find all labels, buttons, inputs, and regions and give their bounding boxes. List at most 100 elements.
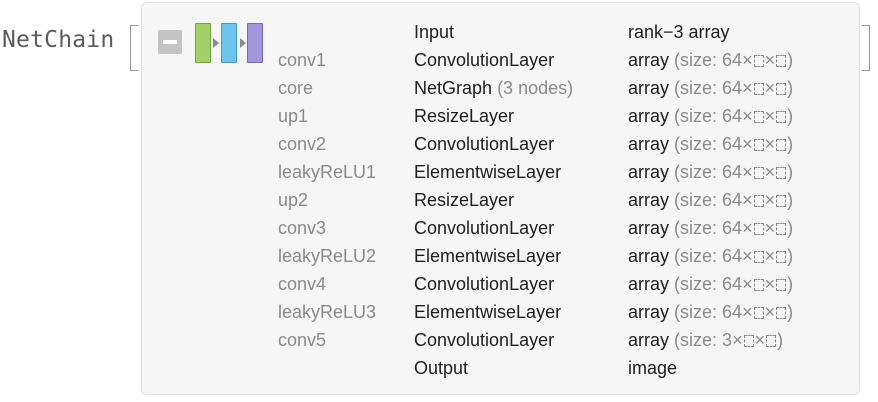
layer-name: up2 [278, 190, 309, 210]
layer-type: ConvolutionLayer [414, 46, 554, 74]
layer-type-label: NetGraph [414, 78, 493, 98]
input-value: rank−3 array [628, 22, 730, 42]
layer-name: conv1 [278, 50, 327, 70]
layer-output-kind: array [628, 218, 670, 238]
layer-output-size: (size: 3××) [674, 330, 784, 350]
table-row: core NetGraph (3 nodes) array (size: 64××) [0, 74, 878, 102]
output-label: Output [414, 358, 469, 378]
placeholder-dim-icon [776, 279, 787, 291]
placeholder-dim-icon [776, 83, 787, 95]
layer-type: ResizeLayer [414, 102, 514, 130]
size-suffix: ) [787, 190, 794, 210]
table-row: up2 ResizeLayer array (size: 64××) [0, 186, 878, 214]
layer-type: ElementwiseLayer [414, 242, 561, 270]
layer-output-size: (size: 64××) [674, 302, 794, 322]
size-prefix: (size: [674, 78, 723, 98]
layer-name: leakyReLU3 [278, 302, 377, 322]
size-first-dim: 64 [722, 218, 743, 238]
layer-output-size: (size: 64××) [674, 162, 794, 182]
size-suffix: ) [787, 106, 794, 126]
layer-type-label: ResizeLayer [414, 106, 515, 126]
layer-type: ConvolutionLayer [414, 130, 554, 158]
layer-output-size: (size: 64××) [674, 50, 794, 70]
layer-name: leakyReLU1 [278, 162, 377, 182]
size-first-dim: 64 [722, 274, 743, 294]
size-first-dim: 64 [722, 134, 743, 154]
output-value: image [628, 358, 678, 378]
input-row: Input rank−3 array [0, 18, 878, 46]
layer-output-kind: array [628, 106, 670, 126]
layer-type-label: ConvolutionLayer [414, 134, 555, 154]
layer-output-kind: array [628, 162, 670, 182]
layer-type-label: ConvolutionLayer [414, 218, 555, 238]
layer-output-size: (size: 64××) [674, 274, 794, 294]
layer-icon-purple [247, 23, 263, 63]
layer-type-label: ElementwiseLayer [414, 162, 562, 182]
layer-type: ElementwiseLayer [414, 298, 561, 326]
placeholder-dim-icon [776, 55, 787, 67]
layer-name: leakyReLU2 [278, 246, 377, 266]
layer-icon-green [195, 23, 211, 63]
layer-output-value: array (size: 64××) [628, 46, 793, 74]
placeholder-dim-icon [776, 223, 787, 235]
layer-type: ResizeLayer [414, 186, 514, 214]
size-suffix: ) [787, 50, 794, 70]
layer-output-size: (size: 64××) [674, 78, 794, 98]
layer-type-extra: (3 nodes) [497, 78, 574, 98]
layer-type-label: ElementwiseLayer [414, 302, 562, 322]
layer-type: ConvolutionLayer [414, 270, 554, 298]
size-suffix: ) [787, 218, 794, 238]
left-bracket [130, 25, 139, 71]
layer-output-kind: array [628, 330, 670, 350]
placeholder-dim-icon [753, 251, 764, 263]
size-first-dim: 64 [722, 78, 743, 98]
size-prefix: (size: [674, 162, 723, 182]
placeholder-dim-icon [753, 111, 764, 123]
size-prefix: (size: [674, 106, 723, 126]
layer-output-kind: array [628, 78, 670, 98]
layer-name: conv2 [278, 134, 327, 154]
layer-type-label: ElementwiseLayer [414, 246, 562, 266]
layer-output-size: (size: 64××) [674, 246, 794, 266]
size-prefix: (size: [674, 246, 723, 266]
layer-output-value: array (size: 64××) [628, 158, 793, 186]
size-suffix: ) [787, 246, 794, 266]
layer-output-value: array (size: 64××) [628, 270, 793, 298]
placeholder-dim-icon [753, 195, 764, 207]
flow-arrow-icon [240, 38, 246, 48]
netchain-head: NetChain [2, 27, 115, 53]
size-prefix: (size: [674, 218, 723, 238]
flow-arrow-icon [213, 38, 219, 48]
layer-output-value: array (size: 64××) [628, 214, 793, 242]
size-first-dim: 64 [722, 246, 743, 266]
layer-output-value: array (size: 64××) [628, 102, 793, 130]
layer-output-size: (size: 64××) [674, 106, 794, 126]
placeholder-dim-icon [753, 139, 764, 151]
layer-output-value: array (size: 64××) [628, 298, 793, 326]
size-suffix: ) [787, 162, 794, 182]
layer-type: ConvolutionLayer [414, 326, 554, 354]
layer-output-value: array (size: 64××) [628, 130, 793, 158]
input-label: Input [414, 22, 455, 42]
size-prefix: (size: [674, 190, 723, 210]
collapse-minus-icon[interactable] [158, 30, 182, 54]
layer-type: ElementwiseLayer [414, 158, 561, 186]
size-prefix: (size: [674, 274, 723, 294]
layer-output-size: (size: 64××) [674, 134, 794, 154]
placeholder-dim-icon [753, 83, 764, 95]
layer-output-value: array (size: 64××) [628, 186, 793, 214]
placeholder-dim-icon [776, 111, 787, 123]
size-suffix: ) [777, 330, 784, 350]
placeholder-dim-icon [753, 279, 764, 291]
table-row: conv2 ConvolutionLayer array (size: 64××) [0, 130, 878, 158]
layer-output-kind: array [628, 190, 670, 210]
layer-name: conv3 [278, 218, 327, 238]
layer-name: conv4 [278, 274, 327, 294]
layer-output-kind: array [628, 274, 670, 294]
size-first-dim: 64 [722, 162, 743, 182]
table-row: conv4 ConvolutionLayer array (size: 64××) [0, 270, 878, 298]
layer-name: core [278, 78, 314, 98]
